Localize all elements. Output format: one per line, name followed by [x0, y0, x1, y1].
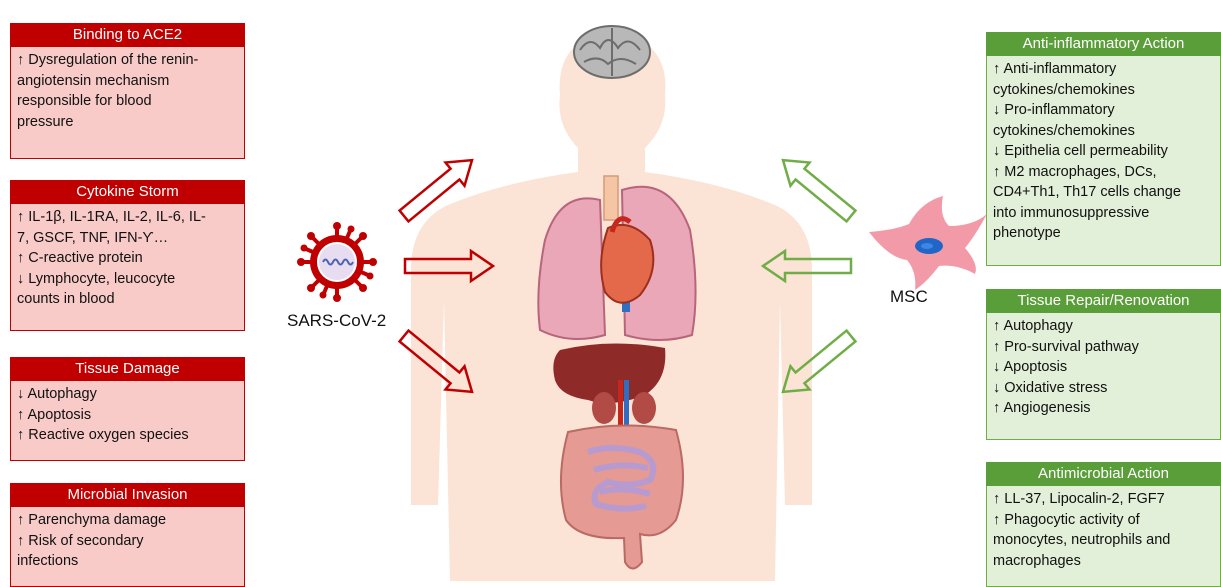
- box-line: pressure: [17, 112, 238, 133]
- box-line: ↓ Pro-inflammatory: [993, 100, 1214, 121]
- box-title: Tissue Damage: [10, 357, 245, 381]
- box-line: 7, GSCF, TNF, IFN-ϒ…: [17, 228, 238, 249]
- box-line: macrophages: [993, 551, 1214, 572]
- box-line: ↑ LL-37, Lipocalin-2, FGF7: [993, 489, 1214, 510]
- box-line: ↑ Pro-survival pathway: [993, 337, 1214, 358]
- box-line: ↓ Oxidative stress: [993, 378, 1214, 399]
- box-line: ↑ IL-1β, IL-1RA, IL-2, IL-6, IL-: [17, 207, 238, 228]
- box-line: ↑ Angiogenesis: [993, 398, 1214, 419]
- box-line: ↑ Apoptosis: [17, 405, 238, 426]
- box-line: ↑ C-reactive protein: [17, 248, 238, 269]
- binding-to-ace2-box: Binding to ACE2 ↑ Dysregulation of the r…: [10, 23, 245, 155]
- anti-inflammatory-action-box: Anti-inflammatory Action ↑ Anti-inflamma…: [986, 32, 1221, 262]
- box-line: cytokines/chemokines: [993, 121, 1214, 142]
- microbial-invasion-box: Microbial Invasion ↑ Parenchyma damage ↑…: [10, 483, 245, 581]
- box-line: ↑ Phagocytic activity of: [993, 510, 1214, 531]
- box-line: ↓ Lymphocyte, leucocyte: [17, 269, 238, 290]
- box-line: ↓ Epithelia cell permeability: [993, 141, 1214, 162]
- box-line: responsible for blood: [17, 91, 238, 112]
- tissue-repair-renovation-box: Tissue Repair/Renovation ↑ Autophagy ↑ P…: [986, 289, 1221, 436]
- box-line: ↑ Reactive oxygen species: [17, 425, 238, 446]
- box-line: angiotensin mechanism: [17, 71, 238, 92]
- box-line: ↑ Anti-inflammatory: [993, 59, 1214, 80]
- box-line: counts in blood: [17, 289, 238, 310]
- box-line: CD4+Th1, Th17 cells change: [993, 182, 1214, 203]
- box-line: into immunosuppressive: [993, 203, 1214, 224]
- msc-cell-icon: [869, 196, 987, 290]
- box-line: phenotype: [993, 223, 1214, 244]
- box-line: ↓ Autophagy: [17, 384, 238, 405]
- virus-label: SARS-CoV-2: [287, 311, 386, 331]
- box-line: ↑ M2 macrophages, DCs,: [993, 162, 1214, 183]
- box-title: Cytokine Storm: [10, 180, 245, 204]
- box-line: ↑ Autophagy: [993, 316, 1214, 337]
- box-title: Microbial Invasion: [10, 483, 245, 507]
- msc-label: MSC: [890, 287, 928, 307]
- antimicrobial-action-box: Antimicrobial Action ↑ LL-37, Lipocalin-…: [986, 462, 1221, 581]
- trachea: [604, 176, 618, 220]
- cytokine-storm-box: Cytokine Storm ↑ IL-1β, IL-1RA, IL-2, IL…: [10, 180, 245, 327]
- box-line: ↑ Risk of secondary: [17, 531, 238, 552]
- box-title: Antimicrobial Action: [986, 462, 1221, 486]
- box-line: infections: [17, 551, 238, 572]
- box-title: Binding to ACE2: [10, 23, 245, 47]
- box-title: Anti-inflammatory Action: [986, 32, 1221, 56]
- tissue-damage-box: Tissue Damage ↓ Autophagy ↑ Apoptosis ↑ …: [10, 357, 245, 457]
- box-line: cytokines/chemokines: [993, 80, 1214, 101]
- box-line: ↑ Dysregulation of the renin-: [17, 50, 238, 71]
- box-line: monocytes, neutrophils and: [993, 530, 1214, 551]
- brain-organ: [574, 26, 650, 78]
- virus-icon: [297, 222, 377, 302]
- box-title: Tissue Repair/Renovation: [986, 289, 1221, 313]
- box-line: ↑ Parenchyma damage: [17, 510, 238, 531]
- box-line: ↓ Apoptosis: [993, 357, 1214, 378]
